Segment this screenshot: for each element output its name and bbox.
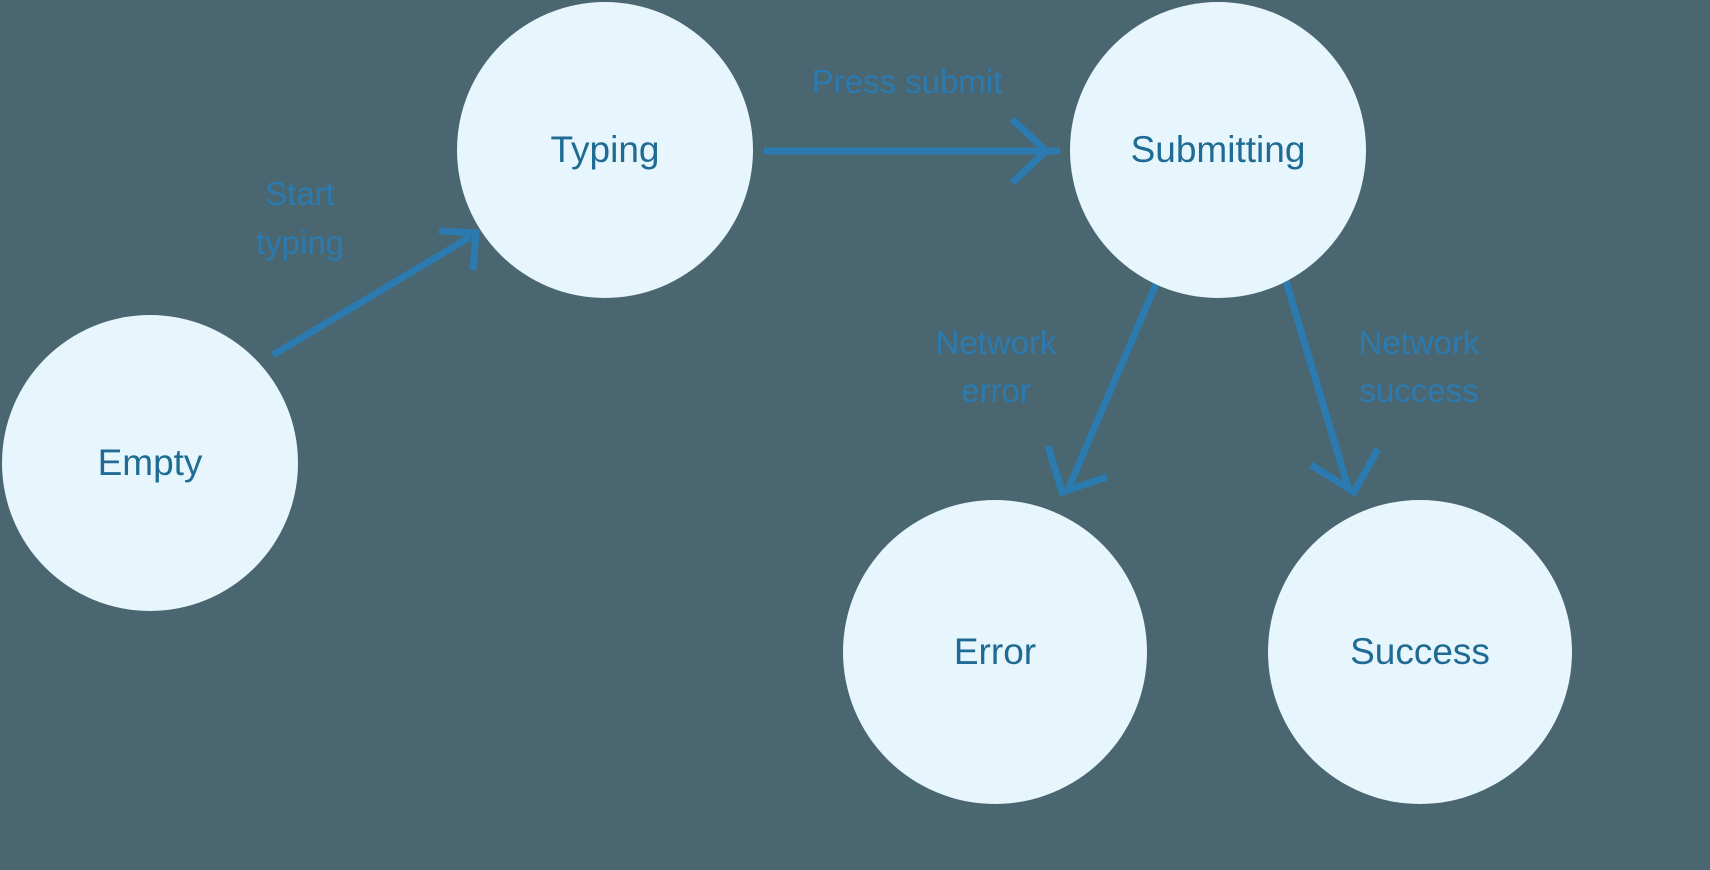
- edge-submitting-to-error: [1044, 280, 1161, 497]
- node-submitting[interactable]: Submitting: [1070, 2, 1366, 298]
- edge-submitting-to-success-line: [1281, 276, 1352, 489]
- node-success-label: Success: [1350, 631, 1490, 672]
- edge-submitting-to-error-arrowhead: [1044, 444, 1109, 497]
- edge-typing-to-submitting: [764, 116, 1060, 186]
- edge-label-network-error-line-2: error: [961, 372, 1031, 409]
- edge-label-start-typing-line-2: typing: [256, 224, 344, 261]
- node-typing-label: Typing: [550, 129, 659, 170]
- edge-empty-to-typing-arrowhead: [438, 227, 480, 271]
- edge-empty-to-typing-line: [271, 233, 472, 359]
- node-success-circle[interactable]: [1268, 500, 1572, 804]
- node-success[interactable]: Success: [1268, 500, 1572, 804]
- node-empty[interactable]: Empty: [2, 315, 298, 611]
- edge-label-network-success-line-1: Network: [1358, 324, 1480, 361]
- node-error-label: Error: [954, 631, 1036, 672]
- edge-typing-to-submitting-arrowhead: [1009, 116, 1052, 186]
- node-typing[interactable]: Typing: [457, 2, 753, 298]
- edge-label-start-typing: Start typing: [256, 175, 344, 261]
- edge-label-start-typing-line-1: Start: [265, 175, 335, 212]
- node-submitting-circle[interactable]: [1070, 2, 1366, 298]
- edge-submitting-to-success: [1281, 276, 1382, 497]
- edge-label-network-success: Network success: [1358, 324, 1480, 409]
- node-empty-circle[interactable]: [2, 315, 298, 611]
- edge-empty-to-typing: [271, 227, 480, 359]
- edge-label-network-success-line-2: success: [1359, 372, 1478, 409]
- edge-label-press-submit-line-1: Press submit: [812, 63, 1003, 100]
- node-submitting-label: Submitting: [1131, 129, 1306, 170]
- edge-label-press-submit: Press submit: [812, 63, 1003, 100]
- node-typing-circle[interactable]: [457, 2, 753, 298]
- node-error-circle[interactable]: [843, 500, 1147, 804]
- edge-submitting-to-success-arrowhead: [1309, 447, 1382, 497]
- node-empty-label: Empty: [98, 442, 203, 483]
- edge-submitting-to-error-line: [1065, 280, 1161, 489]
- edge-label-network-error: Network error: [935, 324, 1057, 409]
- node-error[interactable]: Error: [843, 500, 1147, 804]
- edge-label-network-error-line-1: Network: [935, 324, 1057, 361]
